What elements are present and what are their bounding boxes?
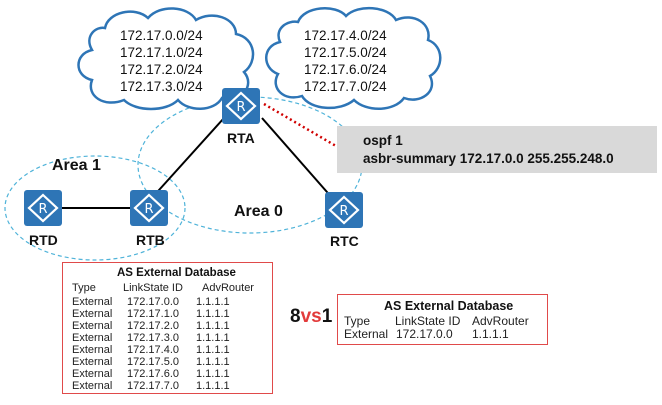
cell-advrouter: 1.1.1.1: [196, 332, 230, 344]
cell-advrouter: 1.1.1.1: [196, 368, 230, 380]
svg-text:R: R: [236, 100, 245, 115]
route-item: 172.17.2.0/24: [120, 62, 203, 77]
cell-advrouter: 1.1.1.1: [196, 380, 230, 392]
router-rtd-icon: R: [24, 190, 62, 226]
area-label-0: Area 0: [234, 203, 283, 220]
cell-advrouter: 1.1.1.1: [196, 344, 230, 356]
col-type: Type: [72, 282, 96, 294]
router-label-rta: RTA: [227, 130, 255, 146]
route-item: 172.17.3.0/24: [120, 79, 203, 94]
cell-type: External: [72, 320, 113, 332]
comparison-mid: vs: [300, 306, 322, 327]
cloud-right: [265, 7, 442, 110]
comparison-label: 8vs1: [290, 306, 332, 328]
cell-advrouter: 1.1.1.1: [196, 296, 230, 308]
svg-text:R: R: [339, 204, 348, 219]
cell-linkstate-id: 172.17.5.0: [127, 356, 179, 368]
route-item: 172.17.5.0/24: [304, 45, 387, 60]
comparison-right: 1: [321, 306, 333, 327]
router-rtc-icon: R: [325, 192, 363, 228]
config-line-2: asbr-summary 172.17.0.0 255.255.248.0: [363, 151, 614, 166]
cloud-left-routes: 172.17.0.0/24 172.17.1.0/24 172.17.2.0/2…: [120, 27, 203, 95]
config-command-box: ospf 1 asbr-summary 172.17.0.0 255.255.2…: [337, 126, 657, 173]
cell-type: External: [72, 380, 113, 392]
col-linkstate-id: LinkState ID: [395, 314, 461, 328]
comparison-left: 8: [290, 306, 301, 327]
cell-type: External: [344, 327, 389, 341]
as-external-db-before: AS External Database Type LinkState ID A…: [62, 262, 273, 394]
cell-linkstate-id: 172.17.7.0: [127, 380, 179, 392]
col-linkstate-id: LinkState ID: [123, 282, 183, 294]
area1-boundary: [4, 155, 186, 261]
router-label-rtc: RTC: [330, 233, 359, 249]
cell-type: External: [72, 356, 113, 368]
svg-text:R: R: [38, 202, 47, 217]
cell-type: External: [72, 368, 113, 380]
cell-type: External: [72, 344, 113, 356]
router-label-rtd: RTD: [29, 232, 58, 248]
cell-advrouter: 1.1.1.1: [196, 356, 230, 368]
link-rta-rtb: [149, 117, 225, 201]
cell-linkstate-id: 172.17.0.0: [396, 327, 453, 341]
cloud-right-routes: 172.17.4.0/24 172.17.5.0/24 172.17.6.0/2…: [304, 27, 387, 95]
as-external-db-after: AS External Database Type LinkState ID A…: [337, 294, 548, 345]
cell-advrouter: 1.1.1.1: [196, 308, 230, 320]
router-rtb-icon: R: [130, 190, 168, 226]
cell-linkstate-id: 172.17.4.0: [127, 344, 179, 356]
route-item: 172.17.0.0/24: [120, 28, 203, 43]
cell-linkstate-id: 172.17.3.0: [127, 332, 179, 344]
cell-type: External: [72, 296, 113, 308]
col-type: Type: [344, 314, 371, 328]
col-advrouter: AdvRouter: [472, 314, 529, 328]
cell-advrouter: 1.1.1.1: [196, 320, 230, 332]
cell-type: External: [72, 332, 113, 344]
col-advrouter: AdvRouter: [202, 282, 254, 294]
route-item: 172.17.4.0/24: [304, 28, 387, 43]
cell-advrouter: 1.1.1.1: [472, 327, 509, 341]
cell-type: External: [72, 308, 113, 320]
area-label-1: Area 1: [52, 157, 101, 174]
cell-linkstate-id: 172.17.1.0: [127, 308, 179, 320]
config-line-1: ospf 1: [363, 133, 403, 148]
cell-linkstate-id: 172.17.2.0: [127, 320, 179, 332]
route-item: 172.17.1.0/24: [120, 45, 203, 60]
router-rta-icon: R: [222, 88, 260, 124]
route-item: 172.17.6.0/24: [304, 62, 387, 77]
link-rta-rtc: [261, 117, 335, 201]
cell-linkstate-id: 172.17.6.0: [127, 368, 179, 380]
router-label-rtb: RTB: [136, 232, 165, 248]
db-title: AS External Database: [384, 299, 514, 313]
route-item: 172.17.7.0/24: [304, 79, 387, 94]
redistribution-link: [263, 102, 337, 148]
svg-text:R: R: [144, 202, 153, 217]
db-title: AS External Database: [117, 267, 236, 279]
cell-linkstate-id: 172.17.0.0: [127, 296, 179, 308]
